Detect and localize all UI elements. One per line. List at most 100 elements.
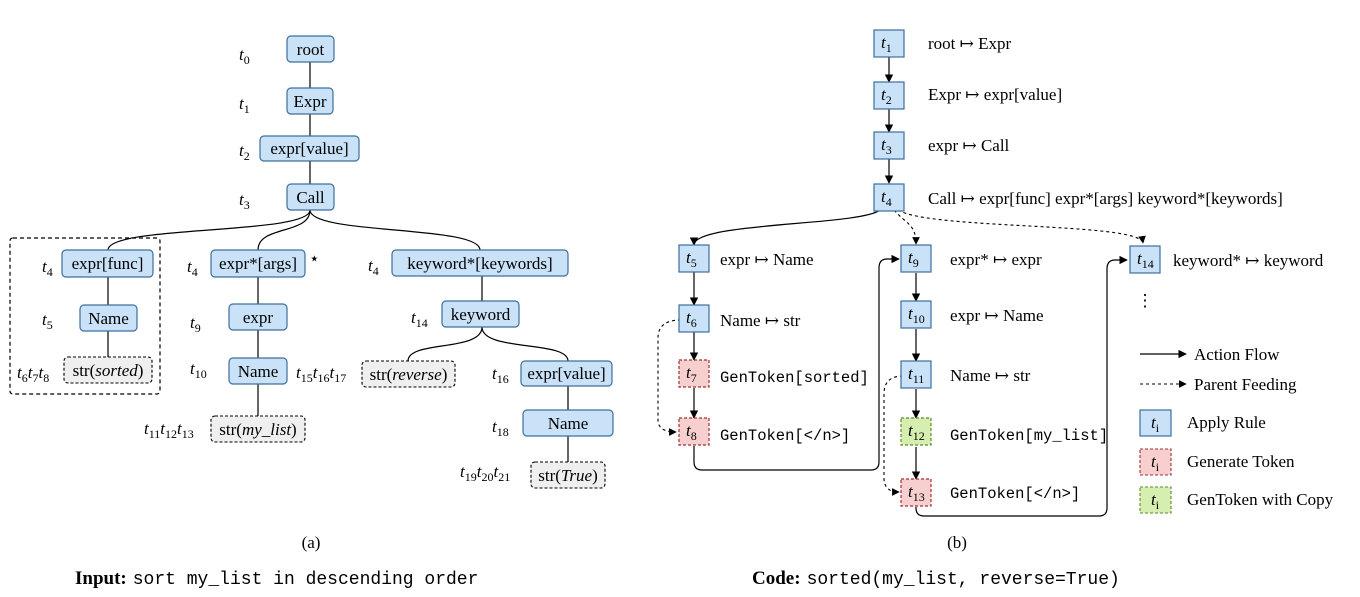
step-rule-text: GenToken[</n>] <box>720 427 850 445</box>
timestep-label-keyword: t14 <box>411 308 428 330</box>
ellipsis-marker: ⋮ <box>1137 291 1154 310</box>
legend-copy-swatch: ti <box>1139 486 1172 514</box>
tree-node-root: root <box>286 35 335 63</box>
tree-node-keywords: keyword*[keywords] <box>391 249 569 277</box>
step-rule-text: expr ↦ Call <box>928 136 1010 155</box>
tree-node-keyword: keyword <box>441 300 520 328</box>
step-box-label: t3 <box>881 135 892 157</box>
node-label: expr*[args] <box>219 254 297 273</box>
caption-a: (a) <box>302 533 321 552</box>
timestep-label-name-func: t5 <box>42 310 53 332</box>
timestep-label-root: t0 <box>239 45 250 67</box>
legend-parent-feeding: Parent Feeding <box>1194 375 1297 394</box>
svg-text:ti: ti <box>1151 490 1160 512</box>
step-box-label: t11 <box>908 364 924 386</box>
svg-text:ti: ti <box>1151 413 1160 435</box>
timestep-label-name-kw: t18 <box>492 417 509 439</box>
legend-action-flow: Action Flow <box>1194 345 1280 364</box>
timestep-label-str-true: t19t20t21 <box>460 462 510 484</box>
timestep-label-str-mylist: t11t12t13 <box>144 419 194 441</box>
timestep-label-expr: t1 <box>239 94 250 116</box>
bottom-input-caption: Input:sort my_list in descending order <box>75 568 478 590</box>
step-box-label: t5 <box>686 248 697 270</box>
legend-apply-rule-swatch: ti <box>1139 409 1172 437</box>
node-label: root <box>297 40 325 59</box>
timestep-label-name-args: t10 <box>190 359 207 381</box>
action-flow-arrows <box>689 56 1128 517</box>
node-label: expr[func] <box>72 254 144 273</box>
tree-node-expr-value-kw: expr[value] <box>520 360 613 387</box>
step-rule-text: keyword* ↦ keyword <box>1173 251 1324 270</box>
step-rule-text: GenToken[my_list] <box>950 427 1108 445</box>
step-box-label: t1 <box>881 33 892 55</box>
tree-node-name-kw: Name <box>522 409 614 437</box>
node-label: keyword*[keywords] <box>407 254 552 273</box>
step-t7: t7 GenToken[sorted] <box>678 359 869 388</box>
code-caption-text: Code:sorted(my_list, reverse=True) <box>752 568 1120 590</box>
step-rule-text: expr* ↦ expr <box>950 250 1042 269</box>
step-t5: t5 expr ↦ Name <box>678 244 814 273</box>
step-box-label: t6 <box>686 308 697 330</box>
step-rule-text: expr ↦ Name <box>950 306 1044 325</box>
timestep-label-expr-args: t4 <box>187 257 198 279</box>
node-label: expr[value] <box>527 364 605 383</box>
step-rule-text: Expr ↦ expr[value] <box>928 85 1062 104</box>
legend-apply-rule: Apply Rule <box>1187 413 1266 432</box>
caption-b: (b) <box>947 533 967 552</box>
tree-edges <box>107 62 569 462</box>
tree-node-expr-func: expr[func] <box>61 249 154 278</box>
timestep-labels: t0t1t2t3t4t5t6t7t8t4t9t10t11t12t13t4t14t… <box>17 45 510 484</box>
timestep-label-str-sorted: t6t7t8 <box>17 363 49 385</box>
tree-leaf-str-sorted: str(sorted) <box>63 356 153 384</box>
step-t11: t11 Name ↦ str <box>900 360 1031 389</box>
tree-node-expr-value: expr[value] <box>259 135 360 162</box>
step-rule-text: GenToken[sorted] <box>720 369 869 387</box>
step-box-label: t12 <box>908 421 925 443</box>
step-box-label: t8 <box>686 421 697 443</box>
step-box-label: t13 <box>908 482 925 504</box>
step-rule-text: expr ↦ Name <box>720 250 814 269</box>
bottom-code-caption: Code:sorted(my_list, reverse=True) <box>752 568 1120 590</box>
leaf-label: str(my_list) <box>219 420 296 439</box>
step-box-label: t4 <box>881 187 892 209</box>
step-box-label: t7 <box>686 363 697 385</box>
step-rule-text: Name ↦ str <box>950 366 1031 385</box>
timestep-label-expr-func: t4 <box>42 257 53 279</box>
tree-leaf-str-true: str(True) <box>530 461 606 489</box>
timestep-label-expr-value: t2 <box>239 141 250 163</box>
tree-node-name-func: Name <box>79 304 138 332</box>
step-t3: t3 expr ↦ Call <box>873 131 1010 160</box>
timestep-label-call: t3 <box>239 190 250 212</box>
tree-node-expr: Expr <box>286 87 334 115</box>
node-label: Expr <box>293 92 326 111</box>
tree-node-name-args: Name <box>228 357 288 385</box>
node-label: expr <box>243 308 274 327</box>
func-subtree-group <box>9 237 161 395</box>
star-marker: ⋆ <box>309 249 320 268</box>
node-label: keyword <box>451 305 511 324</box>
timestep-label-expr-args-child: t9 <box>190 313 201 335</box>
legend: Action Flow Parent Feeding ti Apply Rule… <box>1139 345 1334 514</box>
step-t6: t6 Name ↦ str <box>678 304 801 333</box>
step-rule-text: Name ↦ str <box>720 311 801 330</box>
timestep-label-str-reverse: t15t16t17 <box>296 363 346 385</box>
node-label: Name <box>548 414 589 433</box>
timestep-label-expr-value-kw: t16 <box>492 364 509 386</box>
tree-node-expr-args: expr*[args] <box>210 249 306 278</box>
step-box-label: t9 <box>908 248 919 270</box>
step-t12: t12 GenToken[my_list] <box>900 417 1108 446</box>
node-label: Name <box>238 362 279 381</box>
legend-generate-token: Generate Token <box>1187 452 1295 471</box>
step-t9: t9 expr* ↦ expr <box>900 244 1042 273</box>
legend-generate-token-swatch: ti <box>1139 448 1172 476</box>
leaf-label: str(reverse) <box>370 365 448 384</box>
step-rule-text: root ↦ Expr <box>928 34 1012 53</box>
tree-leaf-str-reverse: str(reverse) <box>361 360 456 388</box>
